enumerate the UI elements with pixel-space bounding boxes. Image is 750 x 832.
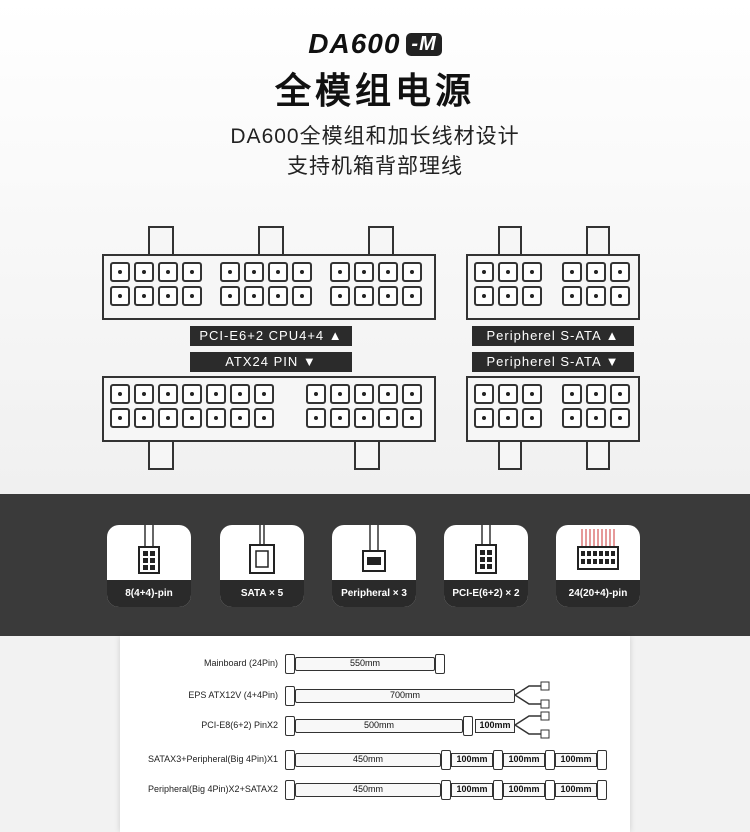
model-heading: DA600-M	[0, 28, 750, 60]
peripheral-sata-label-text: Peripherel S-ATA	[486, 354, 601, 369]
cable-plug	[493, 750, 503, 770]
cable-length-panel: Mainboard (24Pin) 550mm EPS ATX12V (4+4P…	[120, 636, 630, 832]
cable-type-label: Peripheral × 3	[332, 580, 416, 607]
connector-latch	[498, 440, 522, 470]
cable-name: PCI-E8(6+2) PinX2	[201, 720, 278, 730]
cable-plug	[597, 780, 607, 800]
connector-latch	[368, 226, 394, 256]
atx-24pin-icon	[577, 529, 619, 570]
cable-name: SATAX3+Peripheral(Big 4Pin)X1	[148, 754, 278, 764]
pin-grid-10	[306, 384, 422, 428]
cable-length: 450mm	[295, 783, 441, 797]
connector-latch	[258, 226, 284, 256]
arrow-down-icon: ▼	[605, 354, 620, 369]
cable-plug	[545, 780, 555, 800]
arrow-up-icon: ▲	[605, 328, 620, 343]
peripheral-sata-label-text: Peripherel S-ATA	[486, 328, 601, 343]
cable-plug	[285, 780, 295, 800]
cable-type-card: PCI-E(6+2) × 2	[444, 525, 528, 607]
pin-grid-14	[110, 384, 274, 428]
pin-grid-8	[330, 262, 422, 306]
pin-grid-8	[220, 262, 312, 306]
cable-plug	[493, 780, 503, 800]
cable-extension-length: 100mm	[503, 753, 545, 767]
cable-extension-length: 100mm	[555, 753, 597, 767]
model-name: DA600	[308, 28, 401, 59]
cable-length: 500mm	[295, 719, 463, 733]
page-title: 全模组电源	[274, 70, 475, 111]
pcie-cpu-label-text: PCI-E6+2 CPU4+4	[199, 328, 325, 343]
connector-latch	[148, 440, 174, 470]
cable-plug	[463, 716, 473, 736]
model-badge: -M	[406, 33, 442, 56]
cable-plug	[597, 750, 607, 770]
cable-plug	[435, 654, 445, 674]
pin-grid-8	[110, 262, 202, 306]
arrow-down-icon: ▼	[302, 354, 317, 369]
atx24-label-text: ATX24 PIN	[225, 354, 299, 369]
cable-type-card: Peripheral × 3	[332, 525, 416, 607]
atx24-label: ATX24 PIN ▼	[190, 352, 352, 372]
cable-type-card: 24(20+4)-pin	[556, 525, 640, 607]
pin-grid-6	[474, 384, 542, 428]
cable-name: EPS ATX12V (4+4Pin)	[188, 690, 278, 700]
cable-plug	[545, 750, 555, 770]
pcie-cpu-label: PCI-E6+2 CPU4+4 ▲	[190, 326, 352, 346]
connector-latch	[586, 226, 610, 256]
molex-connector-icon	[362, 525, 386, 572]
cable-plug	[285, 654, 295, 674]
pin-grid-6	[474, 262, 542, 306]
cable-type-card: 8(4+4)-pin	[107, 525, 191, 607]
connector-latch	[498, 226, 522, 256]
cable-extension-length: 100mm	[451, 783, 493, 797]
cable-name: Mainboard (24Pin)	[203, 658, 278, 668]
cable-plug	[441, 750, 451, 770]
eps-8pin-icon	[138, 525, 160, 574]
cable-type-label: SATA × 5	[220, 580, 304, 607]
cable-type-label: PCI-E(6+2) × 2	[444, 580, 528, 607]
cable-plug	[285, 750, 295, 770]
cable-type-label: 8(4+4)-pin	[107, 580, 191, 607]
cable-plug	[441, 780, 451, 800]
subtitle-line-2: 支持机箱背部理线	[287, 155, 463, 178]
pin-grid-6	[562, 384, 630, 428]
connector-latch	[586, 440, 610, 470]
cable-plug	[285, 686, 295, 706]
cable-length: 700mm	[295, 689, 515, 703]
cable-length: 450mm	[295, 753, 441, 767]
cable-split-icon	[515, 711, 550, 739]
pin-grid-6	[562, 262, 630, 306]
connector-latch	[148, 226, 174, 256]
subtitle-line-1: DA600全模组和加长线材设计	[230, 125, 520, 148]
pcie-connector-icon	[475, 525, 497, 574]
cable-extension-length: 100mm	[451, 753, 493, 767]
peripheral-sata-label-bottom: Peripherel S-ATA ▼	[472, 352, 634, 372]
cable-extension-length: 100mm	[503, 783, 545, 797]
cable-length: 550mm	[295, 657, 435, 671]
cable-type-label: 24(20+4)-pin	[556, 580, 640, 607]
sata-connector-icon	[249, 525, 275, 574]
cable-type-card: SATA × 5	[220, 525, 304, 607]
cable-extension-length: 100mm	[555, 783, 597, 797]
cable-name: Peripheral(Big 4Pin)X2+SATAX2	[148, 784, 278, 794]
arrow-up-icon: ▲	[328, 328, 343, 343]
cable-split-icon	[515, 681, 550, 709]
cable-extension-length: 100mm	[475, 719, 515, 733]
cable-plug	[285, 716, 295, 736]
connector-latch	[354, 440, 380, 470]
peripheral-sata-label-top: Peripherel S-ATA ▲	[472, 326, 634, 346]
